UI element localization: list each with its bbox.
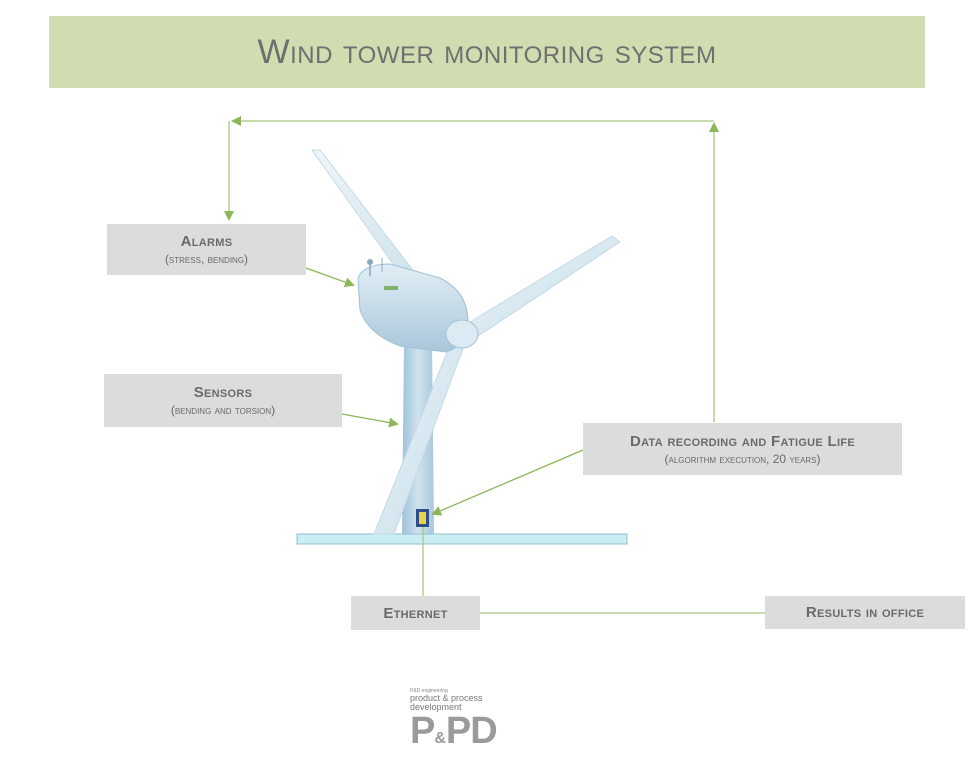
sensors-pointer-arrow — [341, 413, 399, 428]
logo-brand-right: PD — [445, 710, 498, 752]
wind-turbine-illustration — [296, 149, 628, 545]
diagram-title: Wind tower monitoring system — [257, 32, 717, 71]
alarms-pointer-arrow — [305, 267, 355, 287]
logo-small-text: P&D engineering — [410, 688, 448, 694]
results-in-office-box: Results in office — [765, 596, 965, 629]
data-recording-label: Data recording and Fatigue Life — [629, 432, 855, 450]
alarms-label: Alarms — [180, 233, 233, 250]
ethernet-box: Ethernet — [351, 596, 480, 630]
data-recording-sublabel: (algorithm execution, 20 years) — [664, 451, 821, 466]
logo-brand-left: P — [410, 710, 435, 752]
sensors-sublabel: (bending and torsion) — [170, 403, 276, 417]
data-recording-pointer-arrow — [431, 449, 584, 516]
pnpd-logo: P&D engineering product & process develo… — [410, 688, 530, 758]
foundation-platform — [296, 533, 628, 545]
sensors-label: Sensors — [193, 384, 253, 401]
logo-tagline-1: product & process — [410, 693, 483, 703]
feedback-loop-connector — [224, 116, 719, 422]
results-in-office-label: Results in office — [805, 604, 925, 621]
turbine-hub — [445, 319, 479, 349]
ethernet-label: Ethernet — [383, 604, 448, 622]
logo-brand-amp: & — [434, 730, 446, 747]
alarms-sublabel: (stress, bending) — [164, 252, 249, 266]
data-recording-box: Data recording and Fatigue Life (algorit… — [583, 423, 902, 475]
logo-brand: P&PD — [410, 712, 530, 758]
turbine-blade-right — [469, 235, 621, 337]
alarms-box: Alarms (stress, bending) — [107, 224, 306, 275]
logo-tagline-2: development — [410, 702, 462, 712]
title-banner: Wind tower monitoring system — [49, 16, 925, 88]
sensors-box: Sensors (bending and torsion) — [104, 374, 342, 427]
